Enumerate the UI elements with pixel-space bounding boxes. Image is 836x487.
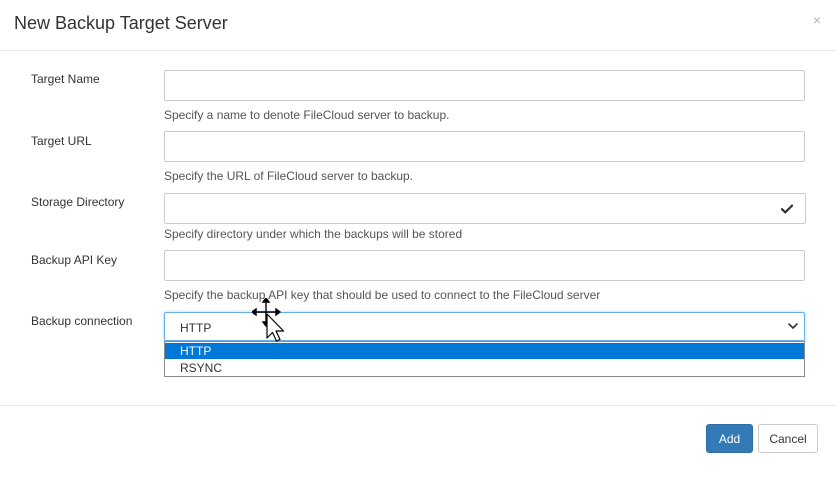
target-name-label: Target Name [31,72,100,86]
backup-connection-label: Backup connection [31,314,133,328]
storage-directory-check-button[interactable] [769,193,806,224]
storage-directory-input[interactable] [164,193,770,224]
backup-api-key-help: Specify the backup API key that should b… [164,288,601,302]
chevron-down-icon [788,323,798,329]
dropdown-option-http[interactable]: HTTP [165,343,804,359]
storage-directory-help: Specify directory under which the backup… [164,227,463,241]
backup-connection-dropdown: HTTP RSYNC [164,341,805,377]
cancel-button[interactable]: Cancel [758,424,818,453]
add-button[interactable]: Add [706,424,753,453]
target-url-label: Target URL [31,134,92,148]
move-arrow-cursor-icon [252,298,285,342]
backup-api-key-input[interactable] [164,250,805,281]
modal-title: New Backup Target Server [14,13,228,33]
backup-api-key-label: Backup API Key [31,253,118,267]
storage-directory-label: Storage Directory [31,195,125,209]
modal-header: New Backup Target Server × [0,0,836,51]
backup-connection-selected-value: HTTP [180,321,212,335]
dropdown-option-rsync[interactable]: RSYNC [180,361,223,375]
target-url-input[interactable] [164,131,805,162]
footer-divider [0,405,836,406]
target-name-input[interactable] [164,70,805,101]
target-name-help: Specify a name to denote FileCloud serve… [164,108,450,122]
check-icon [781,204,793,213]
target-url-help: Specify the URL of FileCloud server to b… [164,169,414,183]
close-icon[interactable]: × [812,12,821,28]
